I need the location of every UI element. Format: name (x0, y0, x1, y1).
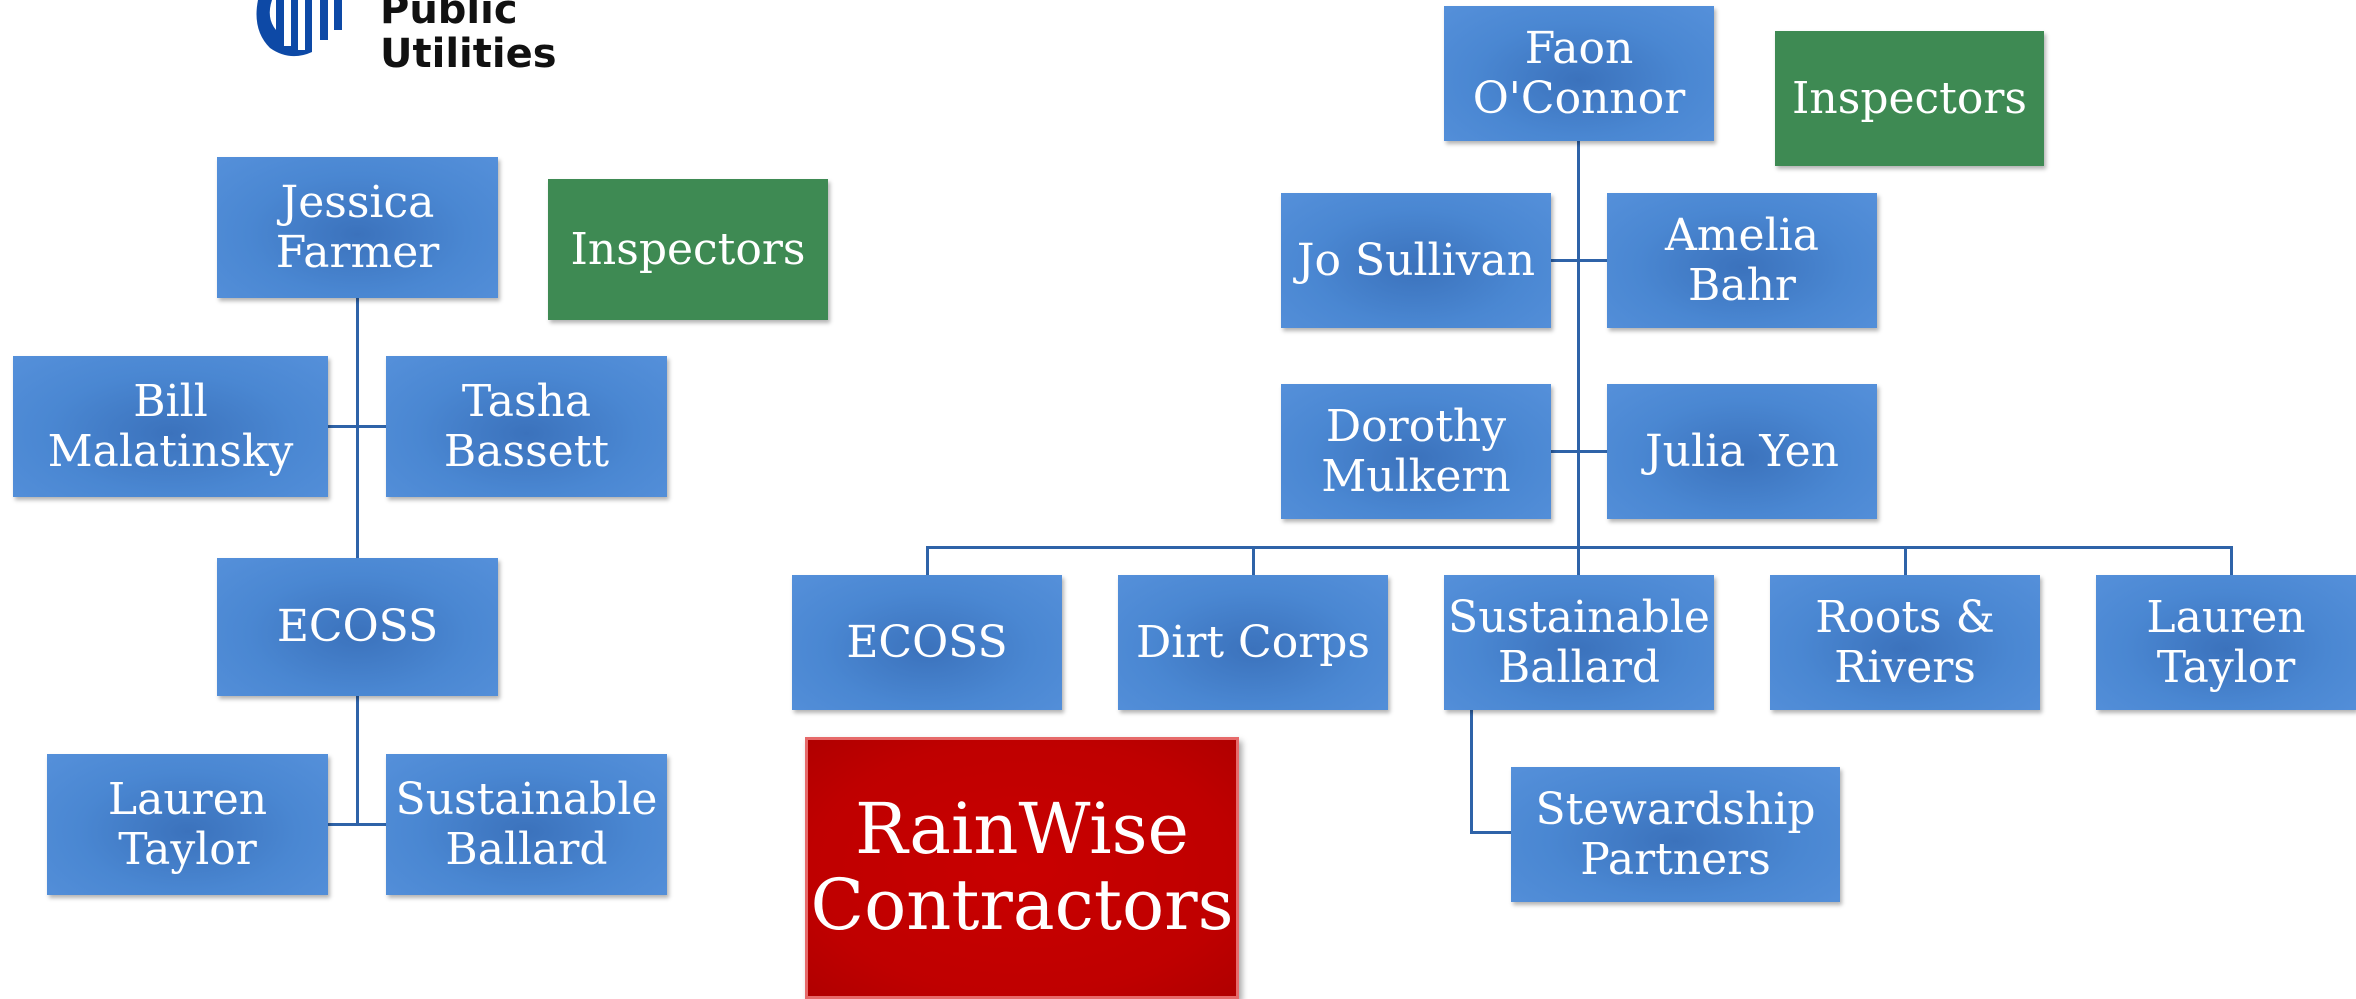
right-partner-label-3: Sustainable Ballard (1448, 591, 1710, 693)
left-vertical-connector-top (356, 298, 359, 558)
right-sub-partner-label: Stewardship Partners (1535, 783, 1816, 885)
right-staff-box-4: Julia Yen (1607, 384, 1877, 519)
left-partner-label-2: Sustainable Ballard (395, 773, 658, 875)
right-staff-connector-2 (1550, 450, 1608, 453)
logo-line2: Utilities (380, 31, 557, 77)
right-drop-1 (926, 546, 929, 575)
contractors-box: RainWise Contractors (805, 737, 1239, 999)
right-staff-label-1: Jo Sullivan (1296, 234, 1536, 286)
right-staff-label-4: Julia Yen (1645, 425, 1839, 477)
logo-line1: Public (380, 0, 518, 33)
contractors-label: RainWise Contractors (810, 788, 1234, 946)
right-partner-label-4: Roots & Rivers (1815, 591, 1995, 693)
right-partner-box-3: Sustainable Ballard (1444, 575, 1714, 710)
left-vertical-connector-bottom (356, 696, 359, 826)
right-sub-vertical (1470, 710, 1473, 834)
left-staff-box-2: Tasha Bassett (386, 356, 667, 497)
right-partner-box-1: ECOSS (792, 575, 1062, 710)
right-partner-label-2: Dirt Corps (1136, 616, 1370, 668)
right-staff-connector-1 (1550, 259, 1608, 262)
right-partner-box-4: Roots & Rivers (1770, 575, 2040, 710)
logo-text: Public Utilities (380, 0, 557, 76)
spu-logo-icon (250, 0, 360, 64)
right-partner-label-1: ECOSS (846, 616, 1008, 668)
right-partner-horizontal-bus (926, 546, 2233, 549)
right-root-label: Faon O'Connor (1472, 22, 1686, 124)
right-drop-4 (1904, 546, 1907, 575)
right-partner-label-5: Lauren Taylor (2146, 591, 2306, 693)
left-partner-box-2: Sustainable Ballard (386, 754, 667, 895)
right-drop-2 (1252, 546, 1255, 575)
left-root-label: Jessica Farmer (275, 176, 440, 278)
right-vertical-trunk (1577, 141, 1580, 575)
left-staff-box-1: Bill Malatinsky (13, 356, 328, 497)
left-inspectors-box: Inspectors (548, 179, 828, 320)
left-partner-box-1: Lauren Taylor (47, 754, 328, 895)
right-partner-box-5: Lauren Taylor (2096, 575, 2356, 710)
right-staff-label-3: Dorothy Mulkern (1321, 400, 1511, 502)
right-staff-box-2: Amelia Bahr (1607, 193, 1877, 328)
right-root-box: Faon O'Connor (1444, 6, 1714, 141)
left-partner-connector (326, 823, 386, 826)
left-staff-label-1: Bill Malatinsky (47, 375, 294, 477)
right-staff-box-1: Jo Sullivan (1281, 193, 1551, 328)
left-mid-label: ECOSS (276, 601, 439, 653)
right-drop-5 (2230, 546, 2233, 575)
right-staff-box-3: Dorothy Mulkern (1281, 384, 1551, 519)
right-partner-box-2: Dirt Corps (1118, 575, 1388, 710)
left-inspectors-label: Inspectors (570, 223, 806, 275)
right-inspectors-box: Inspectors (1775, 31, 2044, 166)
left-partner-label-1: Lauren Taylor (107, 773, 268, 875)
left-root-box: Jessica Farmer (217, 157, 498, 298)
right-sub-horizontal (1470, 831, 1512, 834)
left-mid-box: ECOSS (217, 558, 498, 696)
left-staff-label-2: Tasha Bassett (443, 375, 610, 477)
right-sub-partner-box: Stewardship Partners (1511, 767, 1840, 902)
right-staff-label-2: Amelia Bahr (1665, 209, 1819, 311)
right-inspectors-label: Inspectors (1792, 72, 2027, 124)
left-staff-connector (326, 425, 386, 428)
